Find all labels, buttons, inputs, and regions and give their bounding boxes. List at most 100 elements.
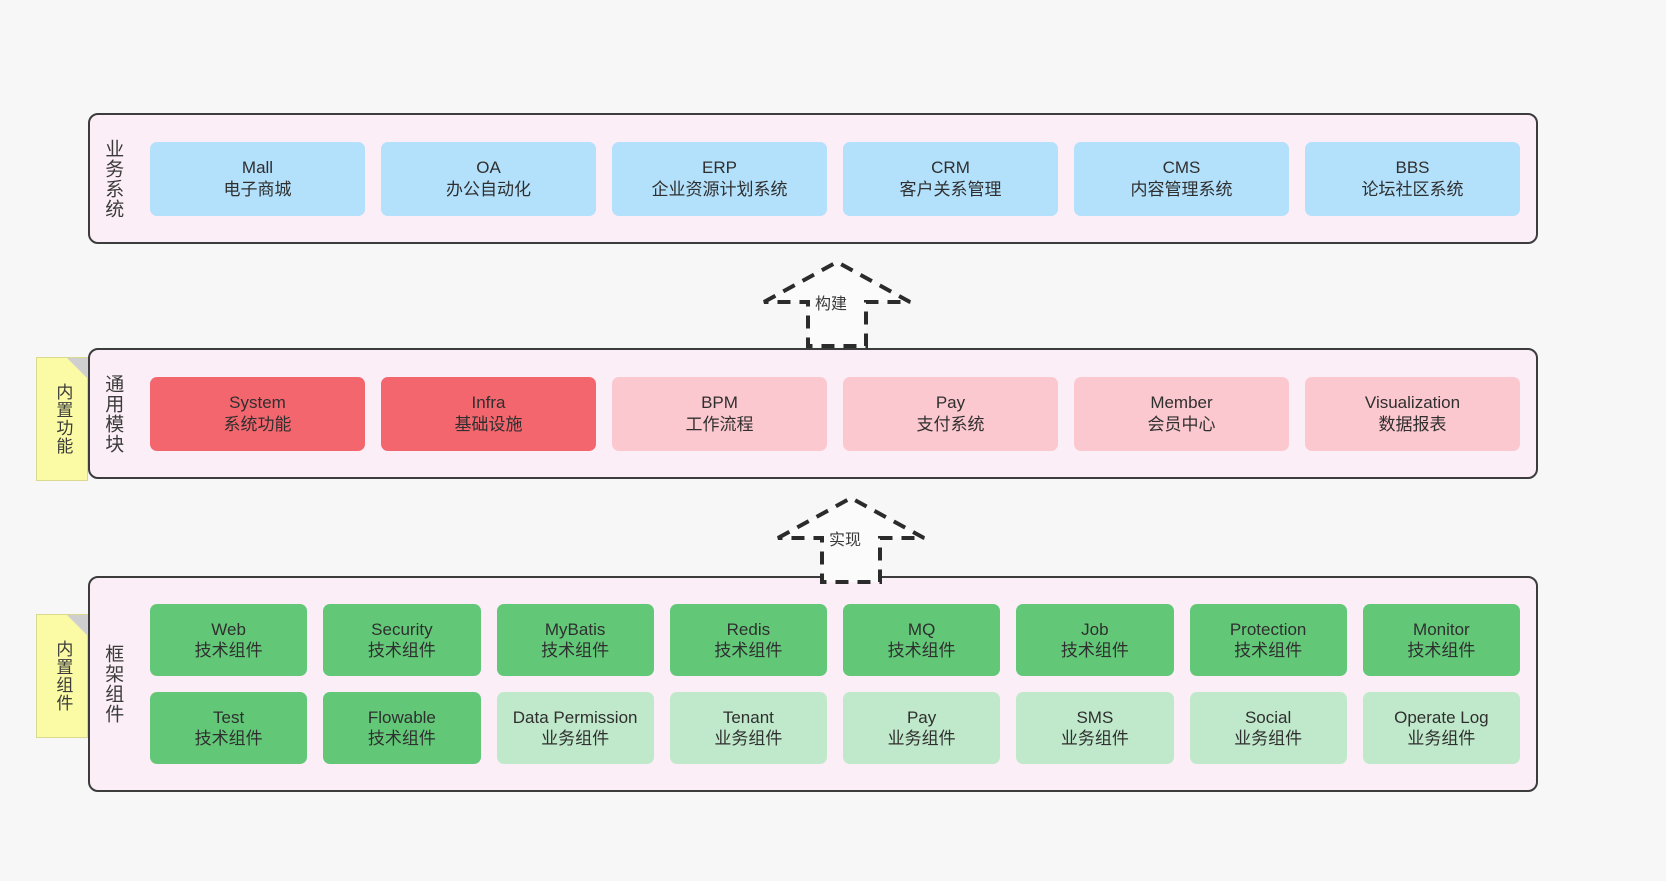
- card-title-cn: 电子商城: [223, 179, 292, 199]
- layer-title-business-systems: 业务系统: [102, 138, 124, 219]
- card-title-en: Security: [371, 619, 433, 639]
- card-title-en: MyBatis: [544, 619, 606, 639]
- layer-title-framework-components: 框架组件: [102, 644, 124, 724]
- card-bpm[interactable]: BPM 工作流程: [612, 376, 827, 451]
- card-oa[interactable]: OA 办公自动化: [381, 141, 596, 216]
- card-title-cn: 企业资源计划系统: [651, 179, 788, 199]
- card-title-cn: 工作流程: [685, 414, 754, 434]
- card-title-en: Job: [1081, 619, 1109, 639]
- card-title-cn: 业务组件: [1060, 729, 1129, 748]
- card-title-en: Member: [1150, 393, 1213, 413]
- card-title-en: Infra: [471, 393, 506, 413]
- card-title-en: Flowable: [367, 707, 436, 727]
- card-mq[interactable]: MQ 技术组件: [843, 604, 1001, 676]
- card-protection[interactable]: Protection 技术组件: [1189, 604, 1347, 676]
- card-visualization[interactable]: Visualization 数据报表: [1305, 376, 1520, 451]
- card-cms[interactable]: CMS 内容管理系统: [1074, 141, 1289, 216]
- card-column: Monitor 技术组件 Operate Log 业务组件: [1355, 604, 1528, 764]
- card-column: System 系统功能: [142, 376, 373, 451]
- card-security[interactable]: Security 技术组件: [323, 604, 481, 676]
- card-flowable[interactable]: Flowable 技术组件: [323, 692, 481, 764]
- card-title-cn: 基础设施: [454, 414, 523, 434]
- card-title-cn: 论坛社区系统: [1361, 179, 1464, 199]
- card-bbs[interactable]: BBS 论坛社区系统: [1305, 141, 1520, 216]
- card-pay-module[interactable]: Pay 支付系统: [843, 376, 1058, 451]
- arrow-build-icon: [763, 259, 911, 348]
- layer-common-modules: 通用模块 System 系统功能 Infra 基础设施 BPM 工作流程 Pay…: [88, 348, 1538, 479]
- card-column: BBS 论坛社区系统: [1297, 141, 1528, 216]
- card-title-en: Monitor: [1413, 619, 1470, 639]
- card-job[interactable]: Job 技术组件: [1016, 604, 1174, 676]
- card-title-en: Pay: [906, 707, 937, 727]
- card-title-cn: 技术组件: [1407, 641, 1476, 660]
- card-title-cn: 技术组件: [367, 641, 436, 660]
- layer-cards-framework-components: Web 技术组件 Test 技术组件 Security 技术组件 Flowabl…: [134, 578, 1536, 790]
- card-system[interactable]: System 系统功能: [150, 376, 365, 451]
- layer-cards-common-modules: System 系统功能 Infra 基础设施 BPM 工作流程 Pay 支付系统: [134, 350, 1536, 477]
- sticky-note-builtin-component[interactable]: 内置组件: [36, 614, 88, 738]
- card-data-permission[interactable]: Data Permission 业务组件: [496, 692, 654, 764]
- card-title-en: Test: [213, 707, 245, 727]
- card-title-cn: 技术组件: [367, 729, 436, 748]
- card-sms[interactable]: SMS 业务组件: [1016, 692, 1174, 764]
- card-title-en: BBS: [1395, 158, 1430, 178]
- card-title-en: Protection: [1229, 619, 1307, 639]
- card-title-en: MQ: [907, 619, 936, 639]
- card-title-cn: 技术组件: [194, 729, 263, 748]
- card-title-en: BPM: [701, 393, 738, 413]
- card-column: Pay 支付系统: [835, 376, 1066, 451]
- card-column: Web 技术组件 Test 技术组件: [142, 604, 315, 764]
- card-title-en: Pay: [935, 393, 966, 413]
- card-title-cn: 技术组件: [1234, 641, 1303, 660]
- sticky-note-label: 内置组件: [53, 640, 73, 712]
- card-redis[interactable]: Redis 技术组件: [669, 604, 827, 676]
- arrow-build-label: 构建: [815, 296, 848, 313]
- card-title-cn: 技术组件: [714, 641, 783, 660]
- arrow-implement-label: 实现: [829, 532, 862, 549]
- card-title-en: SMS: [1076, 707, 1114, 727]
- card-column: OA 办公自动化: [373, 141, 604, 216]
- card-title-cn: 业务组件: [887, 729, 956, 748]
- card-tenant[interactable]: Tenant 业务组件: [669, 692, 827, 764]
- card-column: Job 技术组件 SMS 业务组件: [1008, 604, 1181, 764]
- card-infra[interactable]: Infra 基础设施: [381, 376, 596, 451]
- card-crm[interactable]: CRM 客户关系管理: [843, 141, 1058, 216]
- card-column: Visualization 数据报表: [1297, 376, 1528, 451]
- card-title-cn: 业务组件: [1234, 729, 1303, 748]
- card-title-cn: 业务组件: [541, 729, 610, 748]
- card-title-cn: 技术组件: [194, 641, 263, 660]
- card-test[interactable]: Test 技术组件: [150, 692, 308, 764]
- card-title-en: Mall: [241, 158, 274, 178]
- card-pay-component[interactable]: Pay 业务组件: [843, 692, 1001, 764]
- card-title-en: Operate Log: [1394, 707, 1489, 727]
- card-title-en: OA: [476, 158, 501, 178]
- card-title-cn: 会员中心: [1147, 414, 1216, 434]
- layer-title-common-modules: 通用模块: [102, 373, 124, 454]
- card-mall[interactable]: Mall 电子商城: [150, 141, 365, 216]
- card-column: Security 技术组件 Flowable 技术组件: [315, 604, 488, 764]
- card-column: MQ 技术组件 Pay 业务组件: [835, 604, 1008, 764]
- card-title-cn: 技术组件: [541, 641, 610, 660]
- card-social[interactable]: Social 业务组件: [1189, 692, 1347, 764]
- card-column: Mall 电子商城: [142, 141, 373, 216]
- card-column: Protection 技术组件 Social 业务组件: [1182, 604, 1355, 764]
- card-member[interactable]: Member 会员中心: [1074, 376, 1289, 451]
- card-title-cn: 办公自动化: [446, 179, 531, 199]
- sticky-note-builtin-function[interactable]: 内置功能: [36, 357, 88, 481]
- card-web[interactable]: Web 技术组件: [150, 604, 308, 676]
- card-title-en: Web: [211, 619, 246, 639]
- card-mybatis[interactable]: MyBatis 技术组件: [496, 604, 654, 676]
- card-title-cn: 内容管理系统: [1130, 179, 1233, 199]
- card-column: Redis 技术组件 Tenant 业务组件: [662, 604, 835, 764]
- card-title-cn: 业务组件: [1407, 729, 1476, 748]
- card-monitor[interactable]: Monitor 技术组件: [1362, 604, 1520, 676]
- sticky-note-label: 内置功能: [53, 383, 73, 455]
- layer-framework-components: 框架组件 Web 技术组件 Test 技术组件 Security 技术组件 Fl…: [88, 576, 1538, 792]
- card-title-en: Tenant: [722, 707, 774, 727]
- card-column: ERP 企业资源计划系统: [604, 141, 835, 216]
- card-operate-log[interactable]: Operate Log 业务组件: [1362, 692, 1520, 764]
- card-title-cn: 技术组件: [1060, 641, 1129, 660]
- card-erp[interactable]: ERP 企业资源计划系统: [612, 141, 827, 216]
- card-title-cn: 系统功能: [223, 414, 292, 434]
- card-title-en: CMS: [1162, 158, 1201, 178]
